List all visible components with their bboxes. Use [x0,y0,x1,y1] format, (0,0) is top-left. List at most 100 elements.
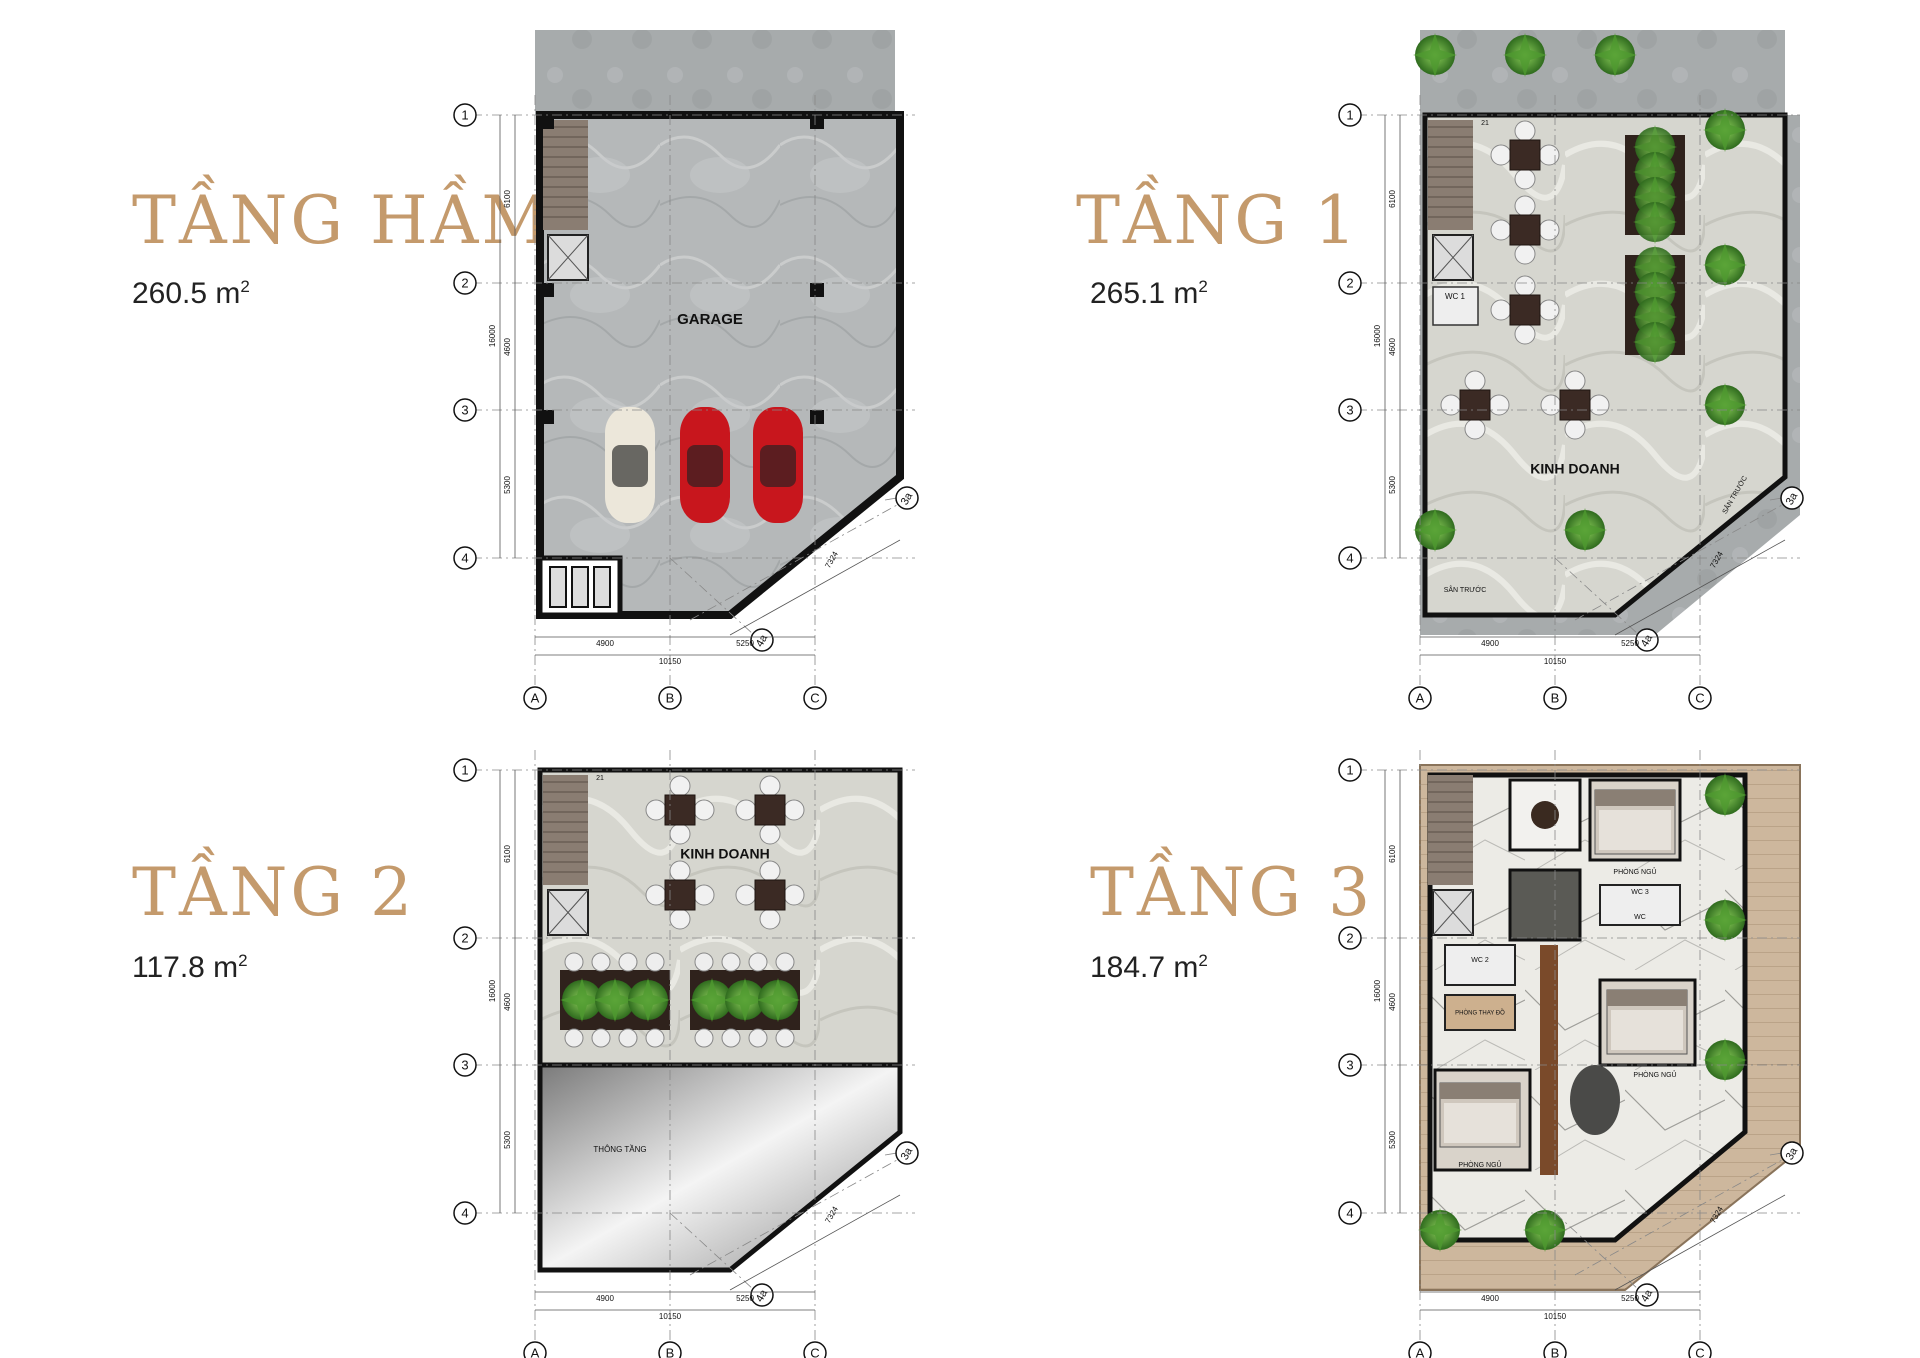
floor-area-2: 117.8 m2 [132,952,248,983]
room-label-wc3: WC 3 [1631,889,1649,896]
stair-number: 21 [1481,120,1489,127]
area-unit: 2 [238,951,248,970]
room-label-phong-ngu-2: PHÒNG NGỦ [1633,1070,1676,1079]
grid-bubble-diag [1780,1141,1804,1165]
living-nook [1508,778,1582,852]
grid-label-row: 3 [461,402,468,417]
grid-bubble-row [1338,546,1362,570]
chair [564,1028,584,1048]
dim-line [1614,1194,1786,1291]
grid-bubble-diag [895,486,919,510]
dim-text: 4900 [596,639,614,648]
lounge-chair [1570,1065,1620,1135]
grid-bubble-col [1688,1341,1712,1358]
dim-text: 5250 [1621,1294,1639,1303]
dim-text: 5300 [503,476,512,494]
bed-icon [1594,789,1676,855]
dressing-room [1444,994,1516,1031]
grid-line-diag [1554,1212,1651,1301]
grid-bubble-row [453,103,477,127]
floor-area-basement: 260.5 m2 [132,278,250,309]
grid-label-row: 2 [461,275,468,290]
staircase [543,120,588,230]
staircase [1428,775,1473,885]
car-red [753,407,803,523]
grid-line-diag [1574,1149,1801,1276]
grid-label-row: 2 [461,930,468,945]
dim-text: 6100 [503,845,512,863]
technical-bay [571,566,589,608]
room-label-thong-tang: THÔNG TẦNG [593,1144,646,1154]
grid-bubble-row [453,398,477,422]
grid-label-row: 2 [1346,930,1353,945]
grid-bubble-diag [895,1141,919,1165]
grid-bubble-row [1338,1201,1362,1225]
room-label-wc: WC [1634,914,1646,921]
dim-text: 4600 [1388,338,1397,356]
dim-text: 5300 [1388,476,1397,494]
wc-room-2 [1444,944,1516,986]
grid-bubble-row [1338,758,1362,782]
chair [591,952,611,972]
staircase [1428,120,1473,230]
car-red [680,407,730,523]
grid-bubble-diag [1780,486,1804,510]
room-label-garage: GARAGE [677,311,743,328]
floor-title-2: TẦNG 2 [132,854,416,931]
grid-bubble-col [803,686,827,710]
grid-bubble-row [453,546,477,570]
dim-text: 4600 [503,338,512,356]
round-table [1531,801,1559,829]
grid-bubble-col [658,1341,682,1358]
chair [775,952,795,972]
grid-label-col: B [666,690,675,705]
chair [618,952,638,972]
grid-bubble-row [1338,398,1362,422]
grid-bubble-diag [1635,628,1659,652]
grid-label-col: C [1695,690,1704,705]
dim-text: 4900 [596,1294,614,1303]
dim-text: 10150 [659,1312,682,1321]
grid-label-row: 1 [461,107,468,122]
column [810,410,824,424]
column [540,115,554,129]
column [540,283,554,297]
grid-line-diag [1554,557,1651,646]
grid-label-col: A [1416,1345,1425,1358]
dim-text: 16000 [488,979,497,1002]
wc-room [1599,884,1681,926]
elevator-x [547,889,589,936]
dim-text: 5250 [1621,639,1639,648]
area-unit: 2 [1198,951,1208,970]
grid-line-diag [689,494,916,621]
grid-label-row: 4 [1346,1205,1353,1220]
grid-bubble-col [1543,686,1567,710]
dim-text: 4600 [1388,993,1397,1011]
dim-text: 10150 [659,657,682,666]
floor-title-basement: TẦNG HẦM [132,182,552,259]
area-value: 260.5 m [132,277,241,310]
dim-line [729,539,901,636]
chair [748,952,768,972]
ramp-area [535,30,895,115]
grid-bubble-row [1338,1053,1362,1077]
chair [564,952,584,972]
dim-text: 4900 [1481,1294,1499,1303]
dim-text: 16000 [488,324,497,347]
grid-line-diag [669,557,766,646]
grid-bubble-diag [750,628,774,652]
area-value: 117.8 m [132,951,239,984]
staircase [543,775,588,885]
room-label-kinh-doanh: KINH DOANH [680,846,769,862]
grid-label-col: A [531,1345,540,1358]
grid-bubble-col [1688,686,1712,710]
grid-label-row: 1 [461,762,468,777]
chair [721,1028,741,1048]
chair [618,1028,638,1048]
bed-icon [1606,989,1688,1055]
grid-line-diag [669,1212,766,1301]
room-label-phong-ngu-1: PHÒNG NGỦ [1613,867,1656,876]
dim-text: 10150 [1544,657,1567,666]
